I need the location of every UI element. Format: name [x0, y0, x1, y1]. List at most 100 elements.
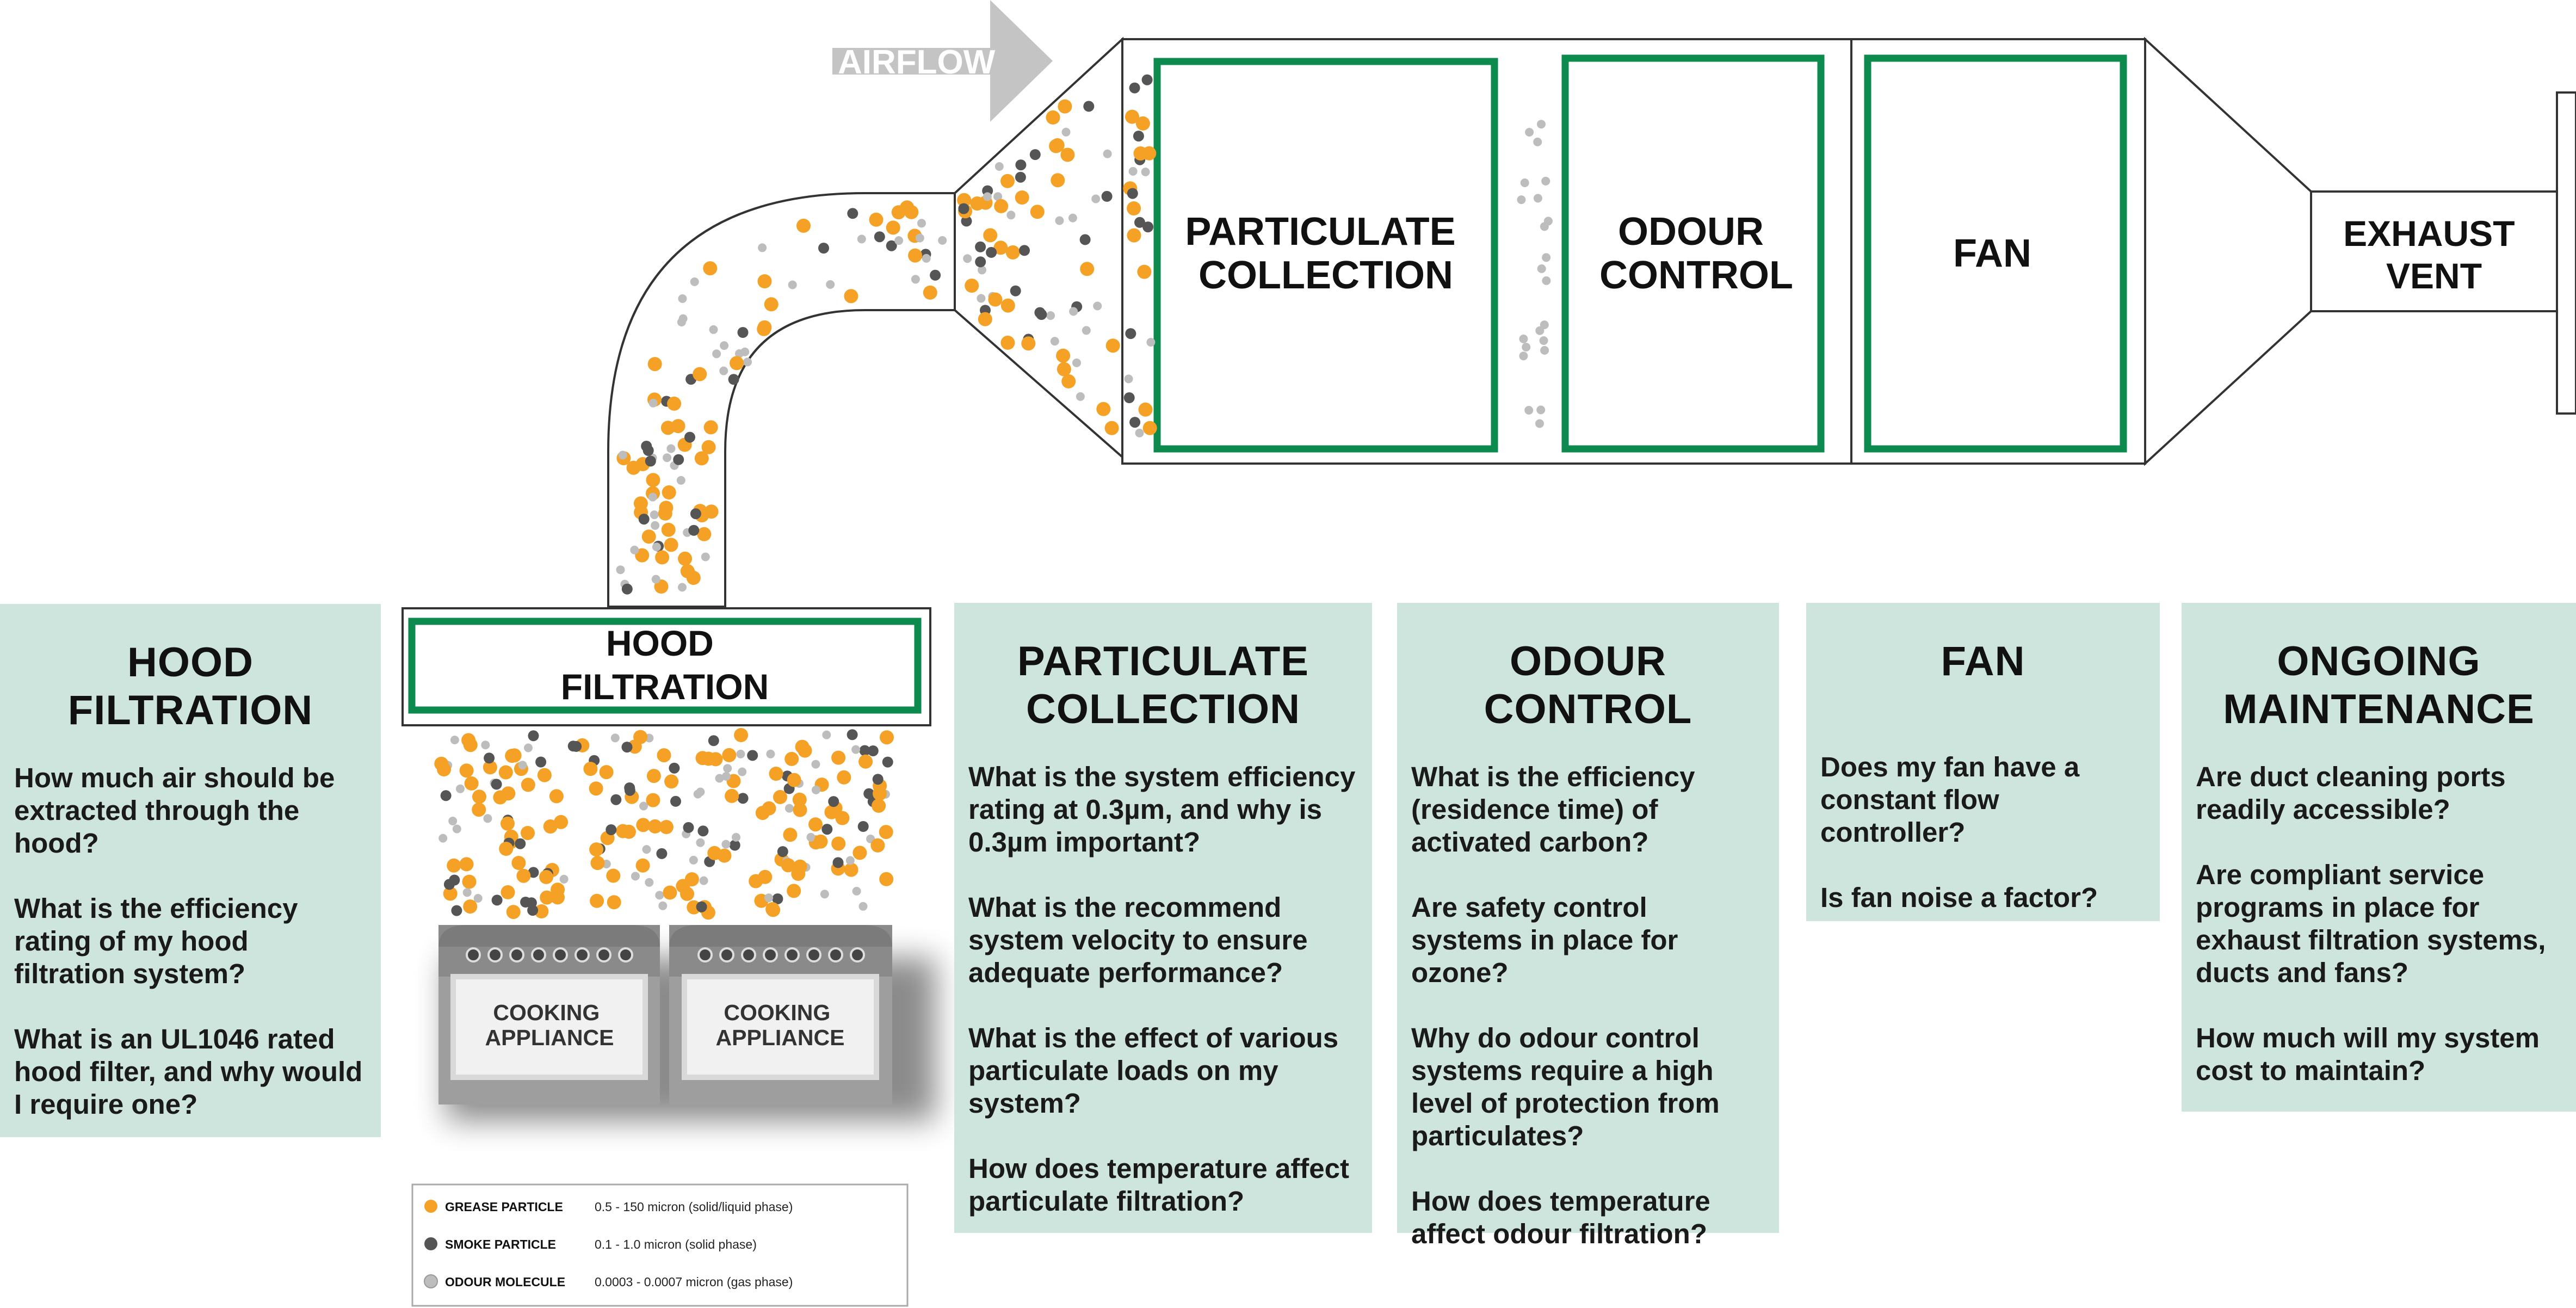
smoke-particle [527, 905, 539, 916]
grease-particle [1051, 173, 1065, 188]
cooking-appliance-2: COOKING APPLIANCE [669, 925, 892, 1105]
smoke-particle [737, 793, 749, 804]
smoke-particle [567, 741, 579, 752]
grease-particle [680, 886, 694, 901]
grease-particle [749, 874, 763, 889]
odour-molecule [438, 834, 448, 843]
odour-molecule [524, 743, 533, 752]
knob-icon [784, 947, 800, 963]
odour-molecule [963, 254, 972, 263]
grease-particle [697, 527, 712, 541]
grease-particle [506, 905, 521, 920]
odour-molecule [1046, 311, 1055, 320]
grease-particle [873, 786, 887, 801]
odour-molecule [712, 349, 721, 359]
odour-molecule [721, 840, 731, 849]
smoke-particle [520, 897, 532, 908]
knob-icon [553, 947, 568, 963]
smoke-particle [729, 840, 740, 851]
grease-particle [1137, 264, 1152, 279]
grease-particle [983, 228, 998, 243]
grease-particle [501, 786, 516, 801]
odour-molecule [481, 741, 490, 750]
grease-particle [1104, 421, 1119, 435]
grease-particle [539, 869, 553, 884]
grease-particle [434, 756, 449, 771]
odour-molecule [473, 894, 483, 903]
grease-particle [626, 460, 641, 475]
odour-molecule [1519, 351, 1528, 361]
grease-particle [1080, 262, 1095, 276]
airflow-arrow: AIRFLOW [832, 0, 1053, 122]
smoke-particle [697, 825, 709, 837]
grease-particle [1000, 335, 1015, 350]
odour-molecule [736, 749, 745, 758]
odour-molecule [721, 772, 731, 781]
odour-molecule [994, 162, 1004, 171]
smoke-particle [1127, 188, 1138, 199]
odour-molecule [1540, 320, 1549, 329]
odour-molecule [666, 444, 676, 453]
odour-molecule [1061, 127, 1071, 137]
exhaust-vent-cap [2556, 91, 2576, 415]
grease-particle [636, 818, 651, 832]
smoke-particle [1134, 217, 1145, 228]
odour-molecule [689, 855, 698, 865]
grease-particle [657, 748, 671, 763]
grease-particle [589, 781, 603, 796]
odour-molecule [559, 874, 569, 884]
odour-molecule [1082, 326, 1091, 335]
grease-particle [762, 801, 776, 816]
odour-molecule [655, 891, 664, 900]
knob-icon [531, 947, 546, 963]
grease-particle [501, 816, 515, 831]
question: What is the efficiency (residence time) … [1411, 761, 1695, 857]
grease-particle [722, 748, 737, 762]
grease-particle [978, 312, 992, 326]
particulate-collection-label: PARTICULATE COLLECTION [1185, 210, 1466, 297]
grease-particle [1000, 298, 1015, 313]
grease-particle [606, 868, 621, 883]
smoke-particle [958, 203, 969, 214]
grease-particle [1096, 402, 1111, 416]
grease-particle [694, 451, 709, 466]
airflow-label: AIRFLOW [838, 44, 996, 81]
knob-icon [741, 947, 756, 963]
odour-molecule [631, 872, 640, 881]
smoke-particle [645, 455, 656, 467]
odour-molecule [978, 266, 986, 275]
smoke-particle [832, 857, 844, 868]
grease-particle [783, 828, 798, 842]
grease-particle [1127, 228, 1141, 243]
legend-odour-range: 0.0003 - 0.0007 micron (gas phase) [595, 1275, 793, 1289]
odour-molecule [1522, 343, 1531, 351]
smoke-particle [872, 774, 884, 785]
grease-particle [904, 205, 919, 219]
smoke-particle [728, 374, 739, 385]
smoke-particle [818, 243, 829, 254]
question: What is an UL1046 rated hood filter, and… [14, 1023, 363, 1120]
appliance-1-knobs [466, 947, 633, 963]
odour-molecule [820, 890, 829, 899]
grease-particle [695, 751, 710, 766]
knob-icon [806, 947, 821, 963]
grease-particle [1021, 336, 1036, 351]
grease-particle [965, 279, 979, 293]
odour-molecule [1543, 217, 1553, 226]
odour-molecule [811, 760, 820, 769]
odour-molecule [758, 243, 767, 252]
grease-particle [1058, 99, 1072, 114]
legend-smoke-swatch [424, 1237, 437, 1250]
smoke-particle [874, 231, 885, 243]
odour-molecule [1524, 406, 1534, 415]
grease-particle [499, 842, 514, 856]
grease-particle [589, 842, 604, 857]
smoke-particle [975, 256, 986, 268]
smoke-particle [828, 796, 839, 807]
grease-particle [844, 289, 858, 304]
smoke-particle [624, 785, 635, 796]
